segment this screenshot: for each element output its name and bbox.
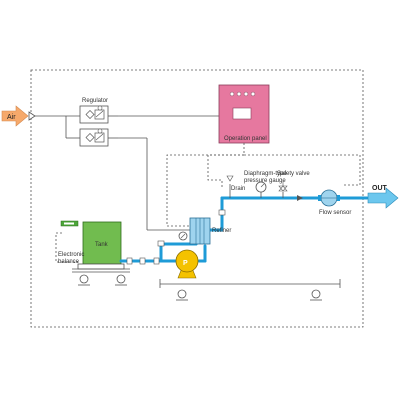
safety-valve-label: Safety valve [277,171,310,177]
refiner-label: Refiner [212,228,231,234]
valve-icon [139,257,146,265]
ground-icon [78,274,90,286]
regulator-lower-icon [85,128,105,143]
flow-sensor: Flow sensor [318,189,351,216]
drain: Drain [226,175,245,198]
pressure-gauge: Diaphragm-type pressure gauge [244,171,287,198]
process-pipes [119,196,369,263]
pump-label: P [183,260,188,267]
air-lines [35,115,219,231]
drain-valve-icon [226,175,234,182]
tank-label: Tank [95,242,109,248]
tank-base [72,268,130,286]
operation-panel-display [232,107,252,120]
valve-icon [153,257,160,265]
flow-sensor-label: Flow sensor [319,210,351,216]
valve-icon [157,240,165,247]
safety-valve: Safety valve [277,171,310,198]
pipe-valves [126,209,226,265]
drain-label: Drain [231,186,245,192]
ground-icon [176,289,188,301]
regulator-label: Regulator [82,98,108,104]
valve-icon [218,209,226,216]
pump-icon [175,249,199,273]
air-connector-icon [28,111,36,121]
pump-base [159,279,341,301]
ground-icon [310,289,322,301]
out-label: OUT [372,185,388,192]
regulator: Regulator [79,98,109,147]
tank: Tank [82,221,122,265]
air-label: Air [7,114,16,121]
electronic-balance-label-2: balance [58,259,80,265]
out-arrow: OUT [367,185,399,209]
refiner: Refiner [189,217,231,245]
pressure-gauge-label-2: pressure gauge [244,178,286,184]
refiner-sensor-icon [178,231,188,241]
operation-panel: Operation panel [218,84,270,144]
operation-panel-label: Operation panel [224,136,267,142]
check-valve-icon [297,195,303,201]
pump: P [175,249,199,279]
valve-icon [126,257,133,265]
safety-valve-icon [278,181,288,192]
regulator-upper-icon [85,105,105,120]
electronic-balance-label-1: Electronic [58,252,84,258]
pressure-gauge-label-1: Diaphragm-type [244,171,287,177]
signal-lines [55,143,361,263]
ground-icon [115,274,127,286]
air-inlet-arrow: Air [1,105,29,127]
